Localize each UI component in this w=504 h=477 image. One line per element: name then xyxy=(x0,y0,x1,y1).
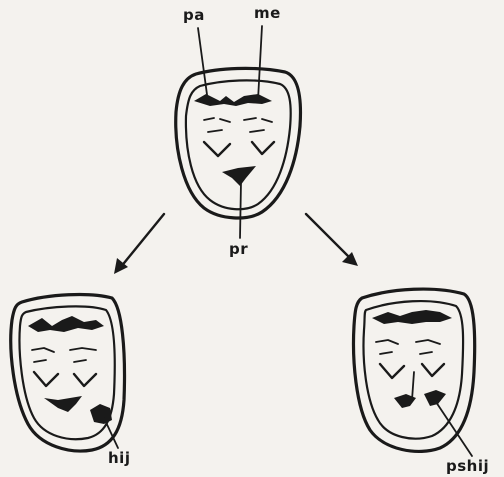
top-tooth-pa-me-crest xyxy=(194,94,272,106)
left-tooth-crest xyxy=(28,316,104,332)
right-tooth-groove xyxy=(412,372,414,400)
left-tooth-hypocone xyxy=(90,404,112,424)
label-hij: hij xyxy=(108,449,130,467)
right-tooth-ridge-1 xyxy=(376,340,440,344)
left-tooth-cusp-right xyxy=(74,374,96,386)
top-tooth-protocone xyxy=(222,166,256,186)
left-tooth xyxy=(11,295,125,451)
left-tooth-ridge-2 xyxy=(34,360,86,362)
top-tooth-ridge-1 xyxy=(204,118,230,122)
right-tooth-pseudohypocone xyxy=(424,390,446,406)
pa-leader-line xyxy=(198,28,208,102)
arrow-left xyxy=(114,214,164,274)
right-tooth xyxy=(354,289,475,451)
top-tooth-ridge-2 xyxy=(244,118,272,122)
label-pr: pr xyxy=(229,240,248,258)
right-tooth-crest xyxy=(372,310,452,324)
label-pshij: pshij xyxy=(446,457,489,475)
right-tooth-cusp-left xyxy=(380,364,404,378)
top-tooth-cusp-right xyxy=(252,142,274,154)
right-tooth-ridge-2 xyxy=(380,352,432,354)
left-tooth-protocone xyxy=(44,396,82,412)
arrow-right xyxy=(306,214,358,266)
me-leader-line xyxy=(258,26,262,100)
top-tooth-cusp-left xyxy=(204,142,230,156)
pr-leader-line xyxy=(240,182,241,238)
top-tooth-ridge-3 xyxy=(208,130,264,132)
left-tooth-ridge-1 xyxy=(32,348,96,352)
label-me: me xyxy=(254,4,281,22)
top-tooth xyxy=(176,68,301,218)
label-pa: pa xyxy=(183,6,205,24)
left-tooth-cusp-left xyxy=(34,372,58,386)
right-tooth-cusp-right xyxy=(422,364,444,376)
